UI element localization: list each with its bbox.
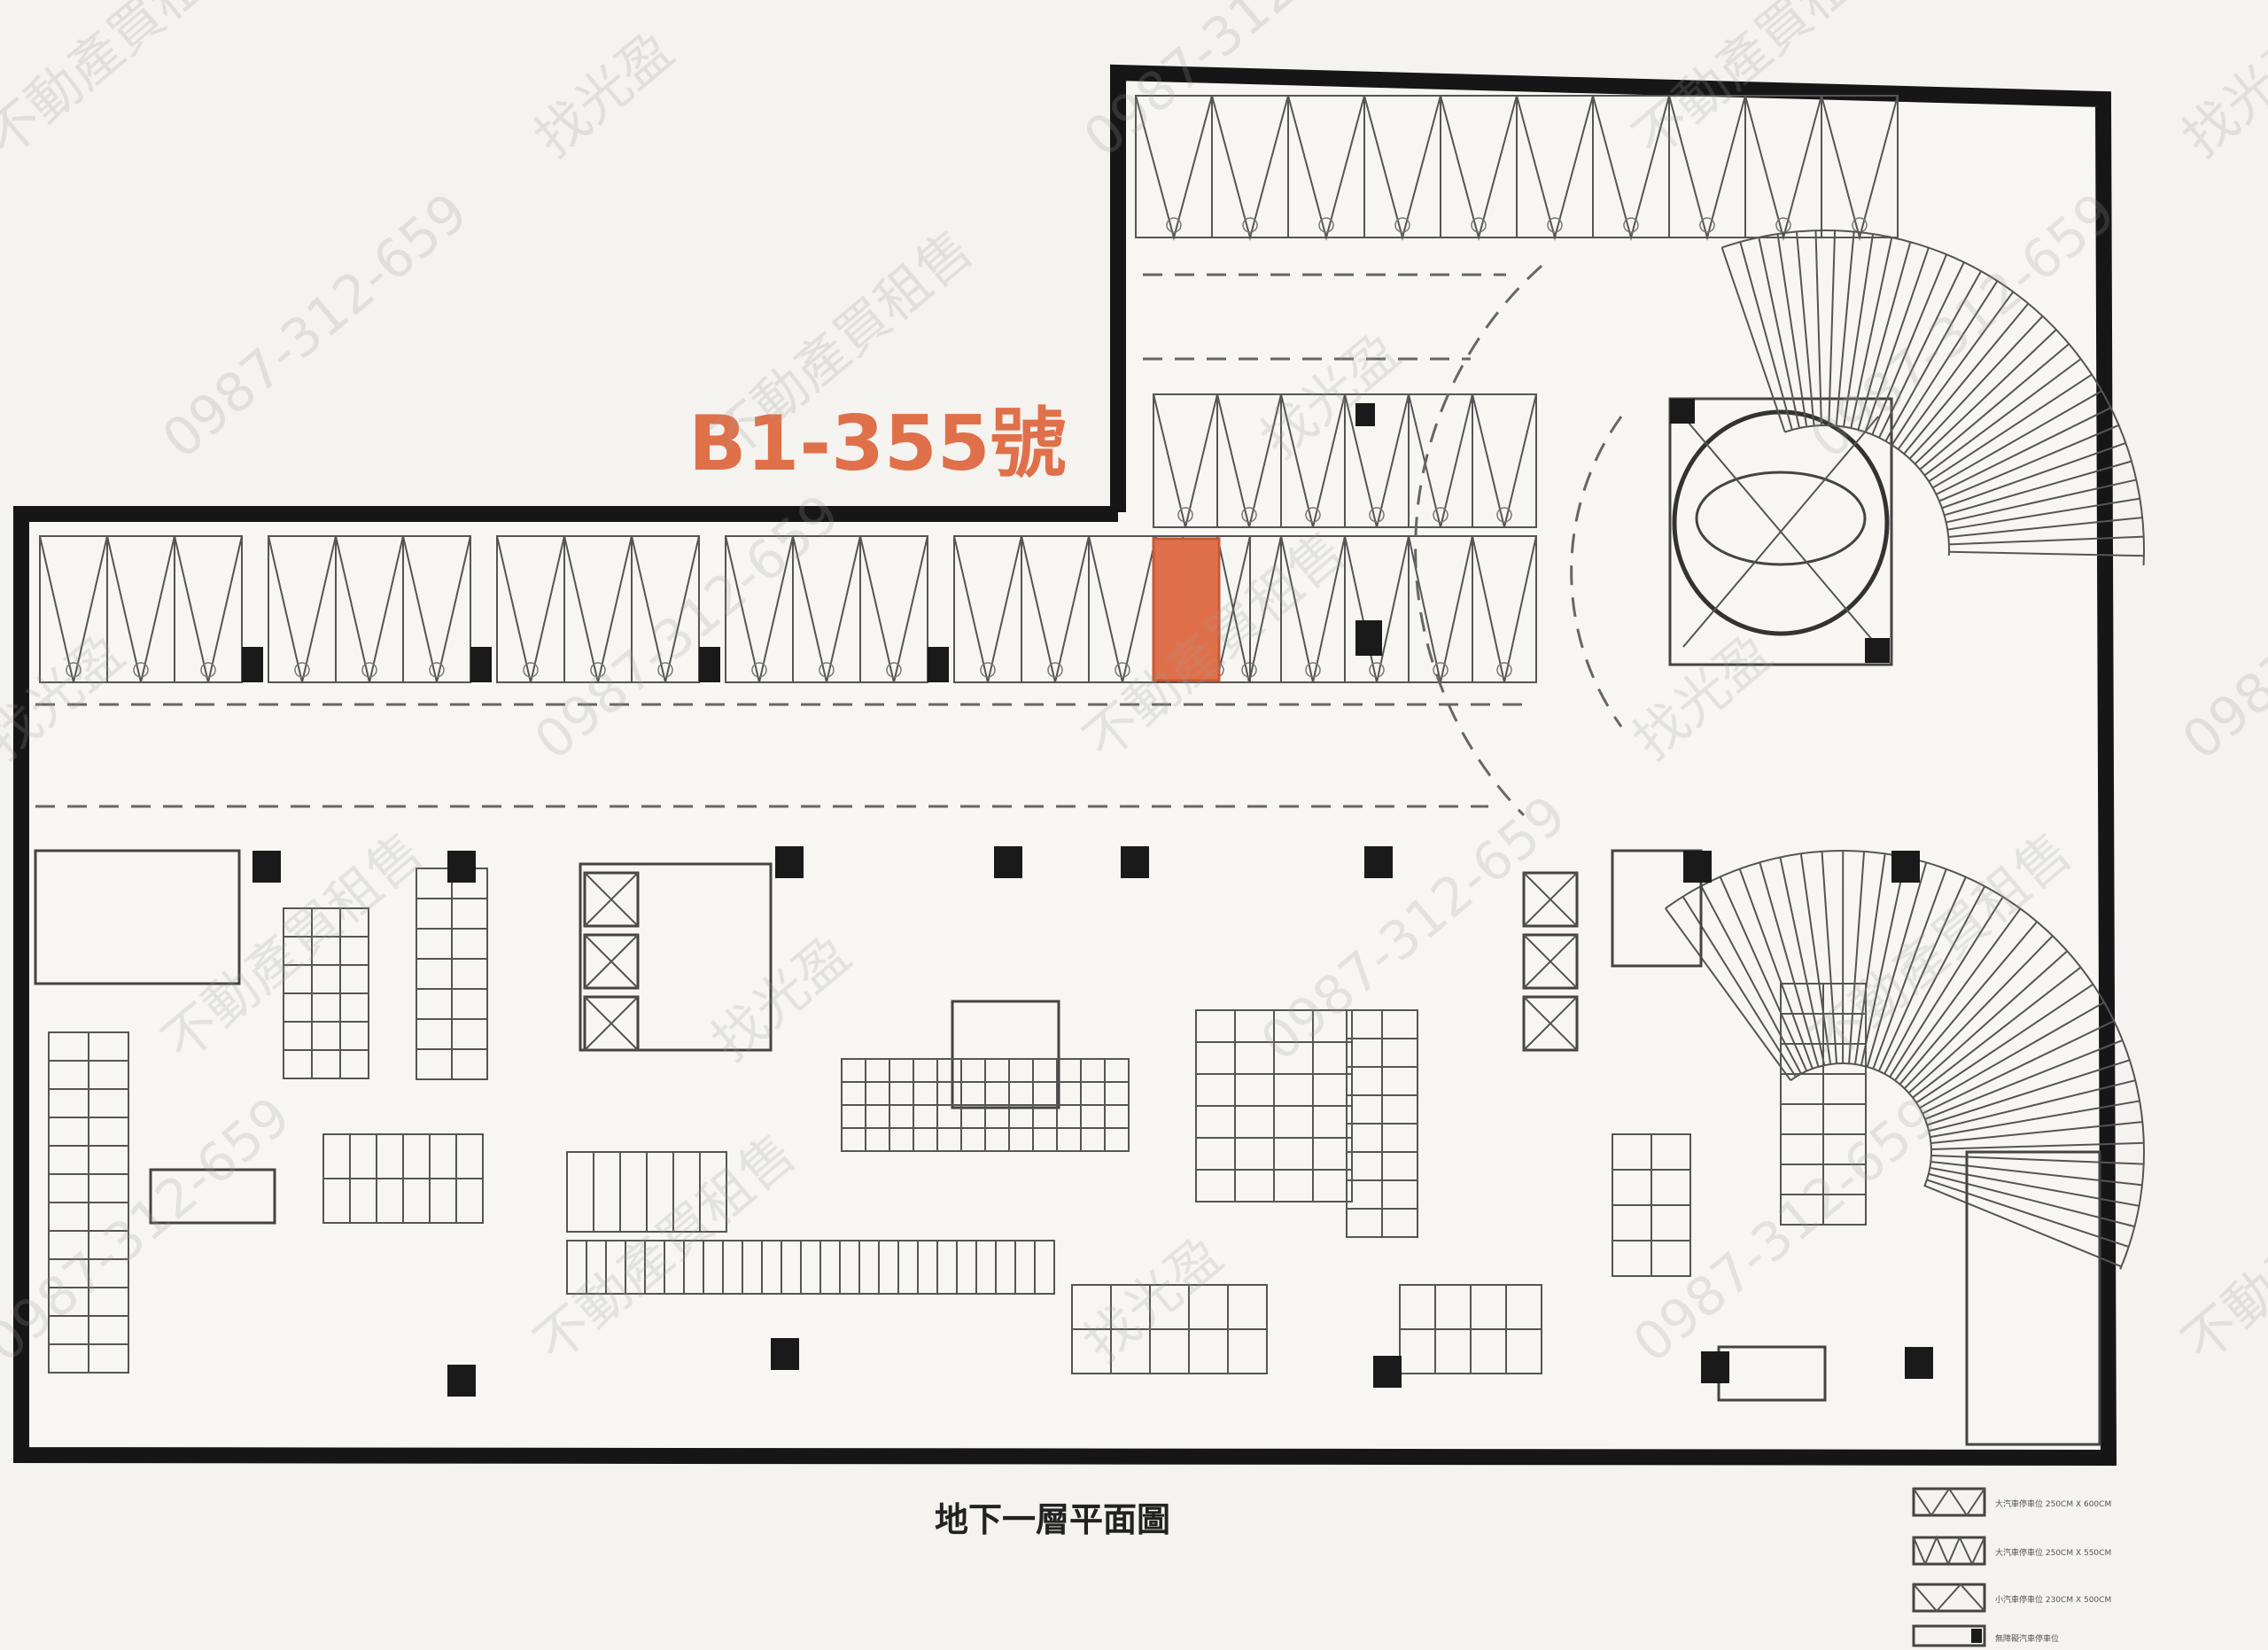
small-spot-grid	[1071, 1284, 1268, 1374]
small-spot-grid	[48, 1031, 129, 1374]
legend-label: 無障礙汽車停車位	[1995, 1633, 2059, 1644]
small-spot-grid	[1346, 1009, 1418, 1238]
legend-item: 大汽車停車位 250CM X 600CM	[1912, 1487, 2111, 1517]
parking-spot	[174, 535, 243, 683]
service-room	[34, 849, 241, 985]
elevator-shaft	[1522, 871, 1579, 928]
service-room	[951, 1000, 1060, 1109]
legend-label: 大汽車停車位 250CM X 550CM	[1995, 1547, 2111, 1558]
parking-spot	[631, 535, 700, 683]
small-spot-grid	[1195, 1009, 1353, 1202]
elevator-shaft	[1522, 995, 1579, 1052]
drive-aisle	[35, 264, 1623, 817]
legend-label: 大汽車停車位 250CM X 600CM	[1995, 1498, 2111, 1509]
small-spot-grid	[322, 1133, 484, 1224]
service-room	[579, 862, 773, 1052]
spiral-ramp-top	[1720, 230, 2145, 566]
plan-title: 地下一層平面圖	[935, 1500, 1170, 1539]
watermark-text: 不動產買租售	[2171, 1122, 2268, 1374]
main-parking-row	[39, 535, 1251, 683]
small-spot-grid	[841, 1058, 1130, 1152]
upper-parking-row	[1135, 95, 1899, 241]
watermark-text: 0987-312-659	[151, 182, 480, 471]
elevator-shaft	[583, 995, 640, 1052]
middle-parking-row	[1153, 393, 1537, 683]
parking-spot	[1472, 535, 1537, 683]
legend: 大汽車停車位 250CM X 600CM 大汽車停車位 250CM X 550C…	[1912, 1487, 2111, 1647]
watermark-text: 找光盈	[524, 19, 686, 169]
small-spot-grid	[416, 868, 488, 1080]
elevator-shaft	[1522, 933, 1579, 990]
lower-service-area	[34, 846, 2101, 1446]
service-room	[1965, 1150, 2101, 1446]
legend-label: 小汽車停車位 230CM X 500CM	[1995, 1594, 2111, 1605]
watermark-text: 找光盈	[2171, 19, 2268, 169]
small-spot-grid	[1612, 1133, 1691, 1277]
service-room	[149, 1168, 276, 1225]
small-spot-grid	[283, 907, 369, 1079]
watermark-text: 0987-312-659	[2171, 483, 2268, 773]
parking-spot	[402, 535, 471, 683]
legend-item: 無障礙汽車停車位	[1912, 1624, 2059, 1647]
legend-item: 小汽車停車位 230CM X 500CM	[1912, 1583, 2111, 1613]
parking-spot	[1472, 393, 1537, 528]
service-room	[1611, 849, 1703, 968]
small-spot-grid	[1780, 983, 1867, 1226]
watermark-text: 不動產買租售	[0, 0, 258, 169]
small-spot-grid	[566, 1151, 727, 1233]
parking-spot	[859, 535, 928, 683]
highlight-label: B1-355號	[688, 400, 1067, 488]
small-spot-grid	[1399, 1284, 1542, 1374]
elevator-shaft	[583, 933, 640, 990]
legend-item: 大汽車停車位 250CM X 550CM	[1912, 1535, 2111, 1567]
elevator-shaft	[583, 871, 640, 928]
small-spot-grid	[566, 1240, 1055, 1295]
highlighted-parking-spot[interactable]	[1152, 537, 1221, 682]
building-outline	[13, 64, 2117, 1467]
ramp-core	[1668, 397, 1893, 666]
